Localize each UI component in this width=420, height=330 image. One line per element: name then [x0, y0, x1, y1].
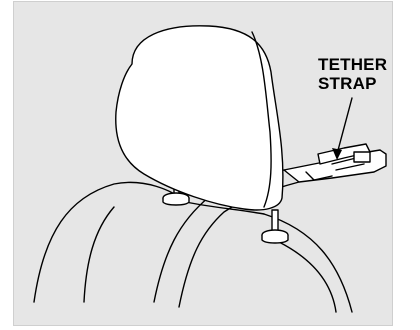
diagram-panel: TETHER STRAP	[13, 1, 393, 326]
seat-back-inner-line	[84, 207, 114, 302]
headrest-tether-illustration	[14, 2, 393, 326]
leader-arrow-line	[337, 98, 352, 154]
label-line-1: TETHER	[318, 55, 387, 74]
tether-strap-label: TETHER STRAP	[318, 55, 387, 93]
seat-right-inner	[279, 242, 336, 312]
label-line-2: STRAP	[318, 74, 387, 93]
